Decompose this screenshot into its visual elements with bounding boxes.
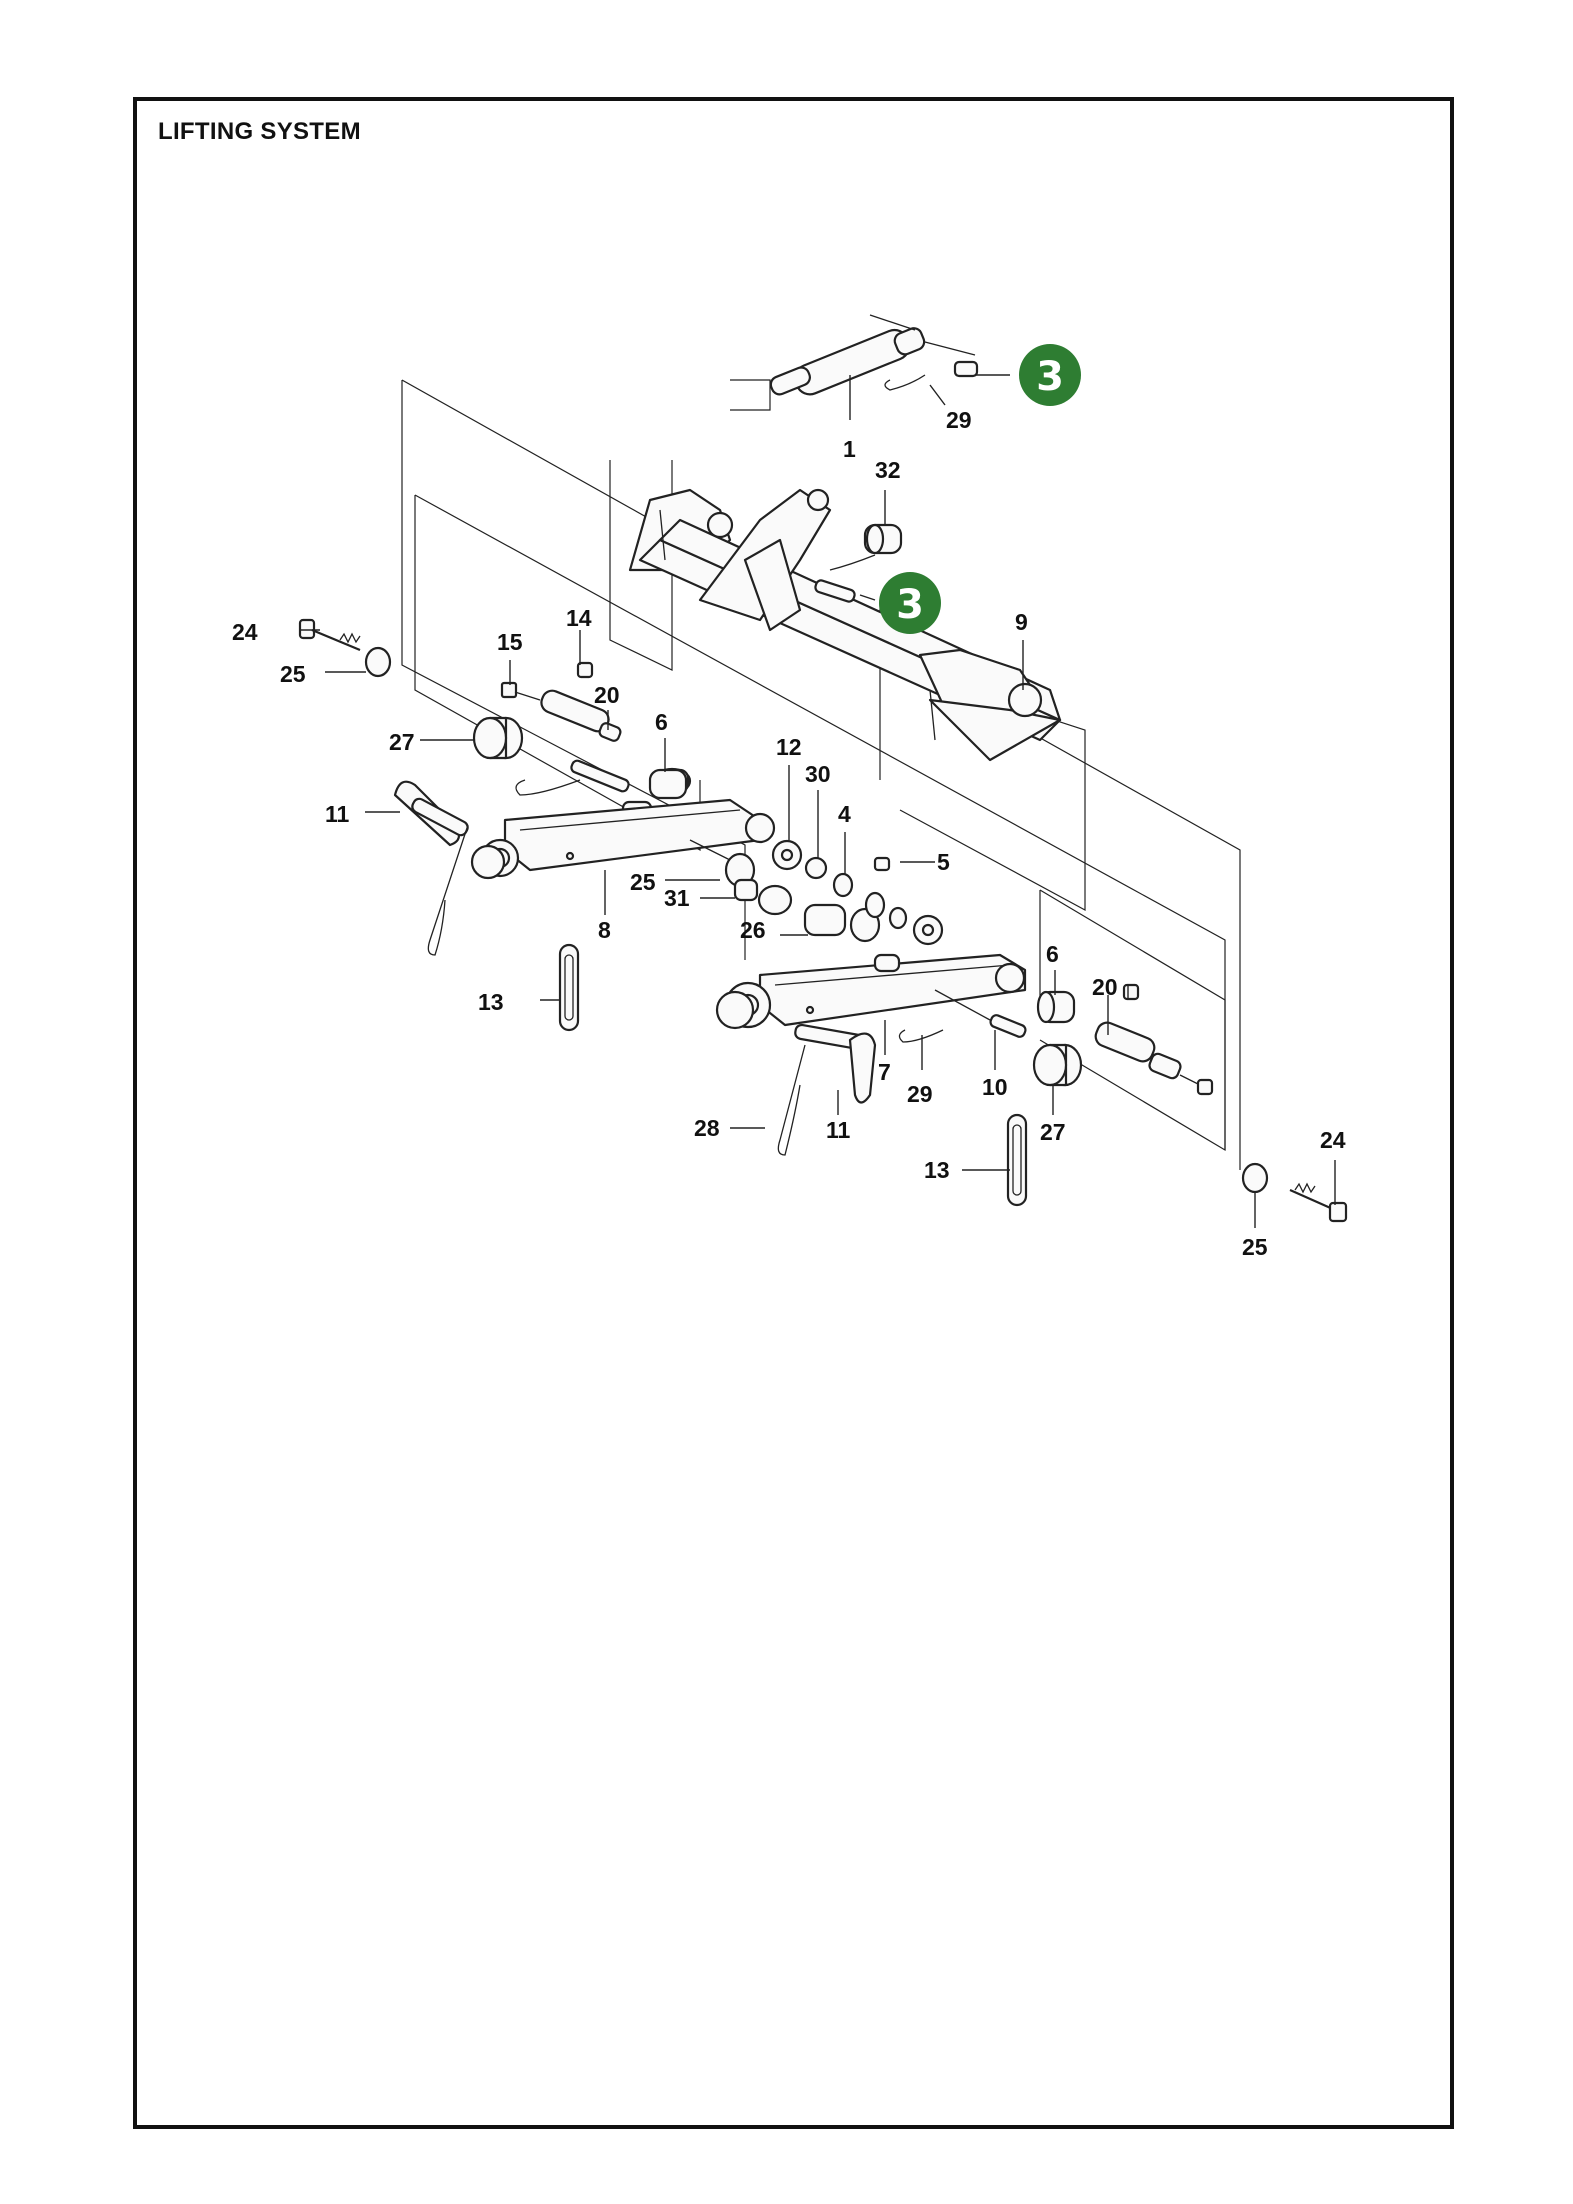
callout-11a: 11 <box>325 801 350 827</box>
left-bolt-part <box>298 618 392 678</box>
callout-labels: 1 29 32 9 14 15 20 6 24 25 27 11 12 30 4… <box>232 407 1346 1260</box>
badge-middle: 3 <box>879 572 941 634</box>
right-strap-part <box>1006 1113 1028 1207</box>
badge-top-text: 3 <box>1036 354 1064 400</box>
badge-middle-text: 3 <box>896 582 924 628</box>
left-roller-part <box>472 716 524 760</box>
callout-25a: 25 <box>280 661 306 687</box>
pin-10-part <box>989 1014 1027 1038</box>
callout-25c: 25 <box>1242 1234 1268 1260</box>
main-frame-part <box>628 488 1062 762</box>
bushing-part <box>863 523 903 555</box>
callout-12: 12 <box>776 734 802 760</box>
badge-top: 3 <box>1019 344 1081 406</box>
callout-27a: 27 <box>389 729 415 755</box>
callout-11b: 11 <box>826 1117 851 1143</box>
callout-26: 26 <box>740 917 766 943</box>
callout-24b: 24 <box>1320 1127 1346 1153</box>
actuator-part <box>769 314 976 396</box>
callout-27b: 27 <box>1040 1119 1066 1145</box>
callout-14: 14 <box>566 605 592 631</box>
callout-29b: 29 <box>907 1081 933 1107</box>
page-title: LIFTING SYSTEM <box>158 118 361 145</box>
callout-24a: 24 <box>232 619 258 645</box>
pin-part <box>814 554 876 603</box>
leader-lines <box>300 374 1336 1228</box>
center-spindle-parts <box>689 839 944 946</box>
callout-8: 8 <box>598 917 611 943</box>
callout-6a: 6 <box>655 709 668 735</box>
clip-pin-part <box>884 360 979 391</box>
callout-30: 30 <box>805 761 831 787</box>
callout-31: 31 <box>664 885 690 911</box>
callout-5: 5 <box>937 849 950 875</box>
callout-7: 7 <box>878 1059 891 1085</box>
callout-10: 10 <box>982 1074 1008 1100</box>
callout-13b: 13 <box>924 1157 950 1183</box>
callout-20b: 20 <box>1092 974 1118 1000</box>
callout-4: 4 <box>838 801 851 827</box>
left-pin-clip-part <box>393 780 469 956</box>
callout-29a: 29 <box>946 407 972 433</box>
right-pin-clip-part <box>777 1023 877 1156</box>
left-lift-arm-part <box>470 798 776 880</box>
right-bolt-part <box>1241 1162 1348 1223</box>
callout-9: 9 <box>1015 609 1028 635</box>
right-lift-arm-part <box>715 953 1027 1043</box>
callout-1: 1 <box>843 436 856 462</box>
right-roller-part <box>1032 1043 1083 1087</box>
drawing-frame <box>133 97 1454 2129</box>
callout-32: 32 <box>875 457 901 483</box>
left-strap-part <box>558 943 580 1032</box>
callout-6b: 6 <box>1046 941 1059 967</box>
callout-28: 28 <box>694 1115 720 1141</box>
right-hardware-parts <box>1036 983 1214 1096</box>
left-bushing-part <box>648 768 688 800</box>
callout-15: 15 <box>497 629 523 655</box>
callout-13a: 13 <box>478 989 504 1015</box>
callout-20a: 20 <box>594 682 620 708</box>
callout-25b: 25 <box>630 869 656 895</box>
